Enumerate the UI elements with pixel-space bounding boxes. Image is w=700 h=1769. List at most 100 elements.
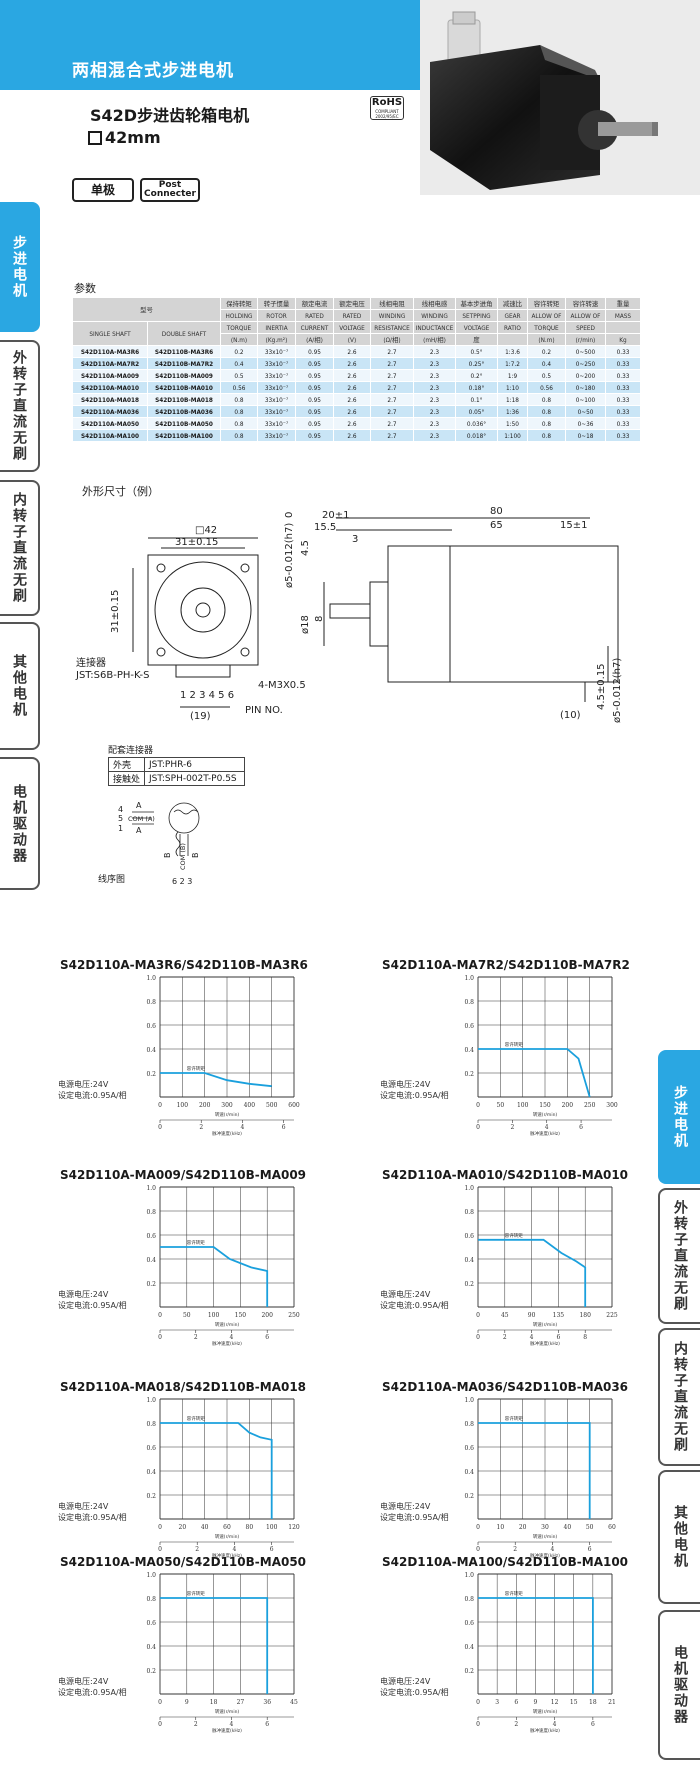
nav-right-inner-rotor[interactable]: 内转子直流无刷 (658, 1328, 700, 1466)
spec-col-header (497, 333, 528, 346)
spec-cell: 0~50 (565, 405, 606, 418)
spec-col-header: SETPPING (455, 309, 498, 322)
x-tick-label: 80 (246, 1524, 254, 1531)
note-voltage: 电源电压:24V (58, 1502, 109, 1511)
nav-left-drivers[interactable]: 电机驱动器 (0, 757, 40, 890)
chart-title: S42D110A-MA050/S42D110B-MA050 (60, 1555, 307, 1569)
dims-label: 外形尺寸（例） (82, 485, 159, 498)
nav-right-outer-rotor[interactable]: 外转子直流无刷 (658, 1188, 700, 1324)
wire-p1: 1 (118, 824, 123, 833)
nav-left-outer-rotor[interactable]: 外转子直流无刷 (0, 340, 40, 472)
x-tick-label: 27 (237, 1699, 245, 1706)
y-tick-label: 0.6 (464, 1445, 474, 1452)
x2-tick-label: 4 (230, 1334, 234, 1341)
x2-tick-label: 0 (158, 1721, 162, 1728)
spec-cell: 0.8 (527, 417, 566, 430)
spec-cell: 2.6 (333, 417, 371, 430)
spec-cell: 0.2 (220, 345, 258, 358)
spec-col-header: 保持转矩 (220, 297, 258, 310)
x-tick-label: 45 (290, 1699, 298, 1706)
x-tick-label: 60 (223, 1524, 231, 1531)
nav-right-drivers[interactable]: 电机驱动器 (658, 1610, 700, 1760)
x-tick-label: 180 (579, 1312, 591, 1319)
y-tick-label: 1.0 (464, 1572, 474, 1579)
x-tick-label: 45 (501, 1312, 509, 1319)
x-tick-label: 0 (476, 1524, 480, 1531)
spec-cell: 2.3 (413, 381, 456, 394)
spec-single-shaft: SINGLE SHAFT (72, 321, 148, 346)
y-tick-label: 0.6 (146, 1620, 156, 1627)
spec-cell: 33x10⁻⁷ (257, 405, 296, 418)
spec-cell: 0.5 (527, 369, 566, 382)
spec-cell: 2.6 (333, 369, 371, 382)
spec-cell: 0.95 (295, 429, 334, 442)
note-current: 设定电流:0.95A/相 (380, 1513, 449, 1522)
spec-cell: 2.7 (370, 369, 414, 382)
x-tick-label: 100 (177, 1102, 189, 1109)
curve-label: 容许转矩 (505, 1232, 523, 1239)
spec-cell: 0.95 (295, 393, 334, 406)
spec-cell: 2.6 (333, 357, 371, 370)
spec-model-header: 型号 (72, 297, 221, 322)
x-axis-label: 转速(r/min) (533, 1533, 558, 1540)
chart-title: S42D110A-MA010/S42D110B-MA010 (382, 1168, 629, 1182)
dim-20: 20±1 (322, 510, 349, 521)
x-axis-label: 转速(r/min) (215, 1321, 240, 1328)
spec-cell: 1:10 (497, 381, 528, 394)
spec-cell: 33x10⁻⁷ (257, 357, 296, 370)
x2-axis-label: 脉冲速度(kHz) (212, 1340, 242, 1347)
dim-right-v: 4.5±0.15 (596, 663, 607, 710)
spec-cell: 0.8 (220, 393, 258, 406)
spec-col-header: SPEED (565, 321, 606, 334)
pin-numbers: 1 2 3 4 5 6 (180, 690, 234, 701)
x-tick-label: 200 (199, 1102, 211, 1109)
spec-table: 型号保持转矩转子惯量额定电流额定电压线相电阻线相电感基本步进角减速比容许转矩容许… (72, 297, 641, 442)
spec-cell: 0.95 (295, 345, 334, 358)
x2-tick-label: 4 (553, 1721, 557, 1728)
y-tick-label: 0.8 (464, 1596, 474, 1603)
nav-left-other-motors[interactable]: 其他电机 (0, 622, 40, 750)
x2-axis-label: 脉冲速度(kHz) (212, 1727, 242, 1734)
spec-cell: 0.95 (295, 357, 334, 370)
dim-hole-spacing-v: 31±0.15 (110, 590, 121, 633)
spec-cell: 2.6 (333, 429, 371, 442)
y-tick-label: 0.2 (146, 1281, 156, 1288)
dim-80: 80 (490, 506, 503, 517)
spec-cell: 0.4 (527, 357, 566, 370)
x2-tick-label: 0 (476, 1334, 480, 1341)
x-tick-label: 10 (497, 1524, 505, 1531)
nav-right-other-motors[interactable]: 其他电机 (658, 1470, 700, 1604)
dim-right-dia: ø5-0.012(h7) (612, 658, 623, 723)
nav-right-stepper[interactable]: 步进电机 (658, 1050, 700, 1184)
dim-3: 3 (352, 534, 358, 545)
spec-cell: 0.2 (527, 345, 566, 358)
x2-tick-label: 2 (194, 1721, 198, 1728)
x-tick-label: 0 (476, 1102, 480, 1109)
spec-col-header: WINDING (413, 309, 456, 322)
x2-tick-label: 6 (265, 1721, 269, 1728)
frame-size: 42mm (88, 128, 161, 147)
x2-tick-label: 0 (158, 1546, 162, 1553)
x2-tick-label: 4 (241, 1124, 245, 1131)
x2-tick-label: 2 (514, 1721, 518, 1728)
dim-8: 8 (314, 616, 325, 622)
spec-col-header: ALLOW OF (527, 309, 566, 322)
spec-cell: S42D110B-MA036 (147, 405, 221, 418)
note-current: 设定电流:0.95A/相 (58, 1688, 127, 1697)
nav-left-stepper[interactable]: 步进电机 (0, 202, 40, 332)
x2-tick-label: 6 (270, 1546, 274, 1553)
nav-left-inner-rotor[interactable]: 内转子直流无刷 (0, 480, 40, 616)
x-axis-label: 转速(r/min) (533, 1708, 558, 1715)
spec-cell: 0.33 (605, 381, 641, 394)
spec-cell: S42D110B-MA100 (147, 429, 221, 442)
conn-row1-val: JST:PHR-6 (144, 757, 246, 772)
spec-col-header: TORQUE (220, 321, 258, 334)
spec-cell: S42D110B-MA050 (147, 417, 221, 430)
y-tick-label: 0.8 (464, 1421, 474, 1428)
spec-cell: 0.4 (220, 357, 258, 370)
y-tick-label: 0.8 (146, 1596, 156, 1603)
spec-cell: 2.3 (413, 345, 456, 358)
